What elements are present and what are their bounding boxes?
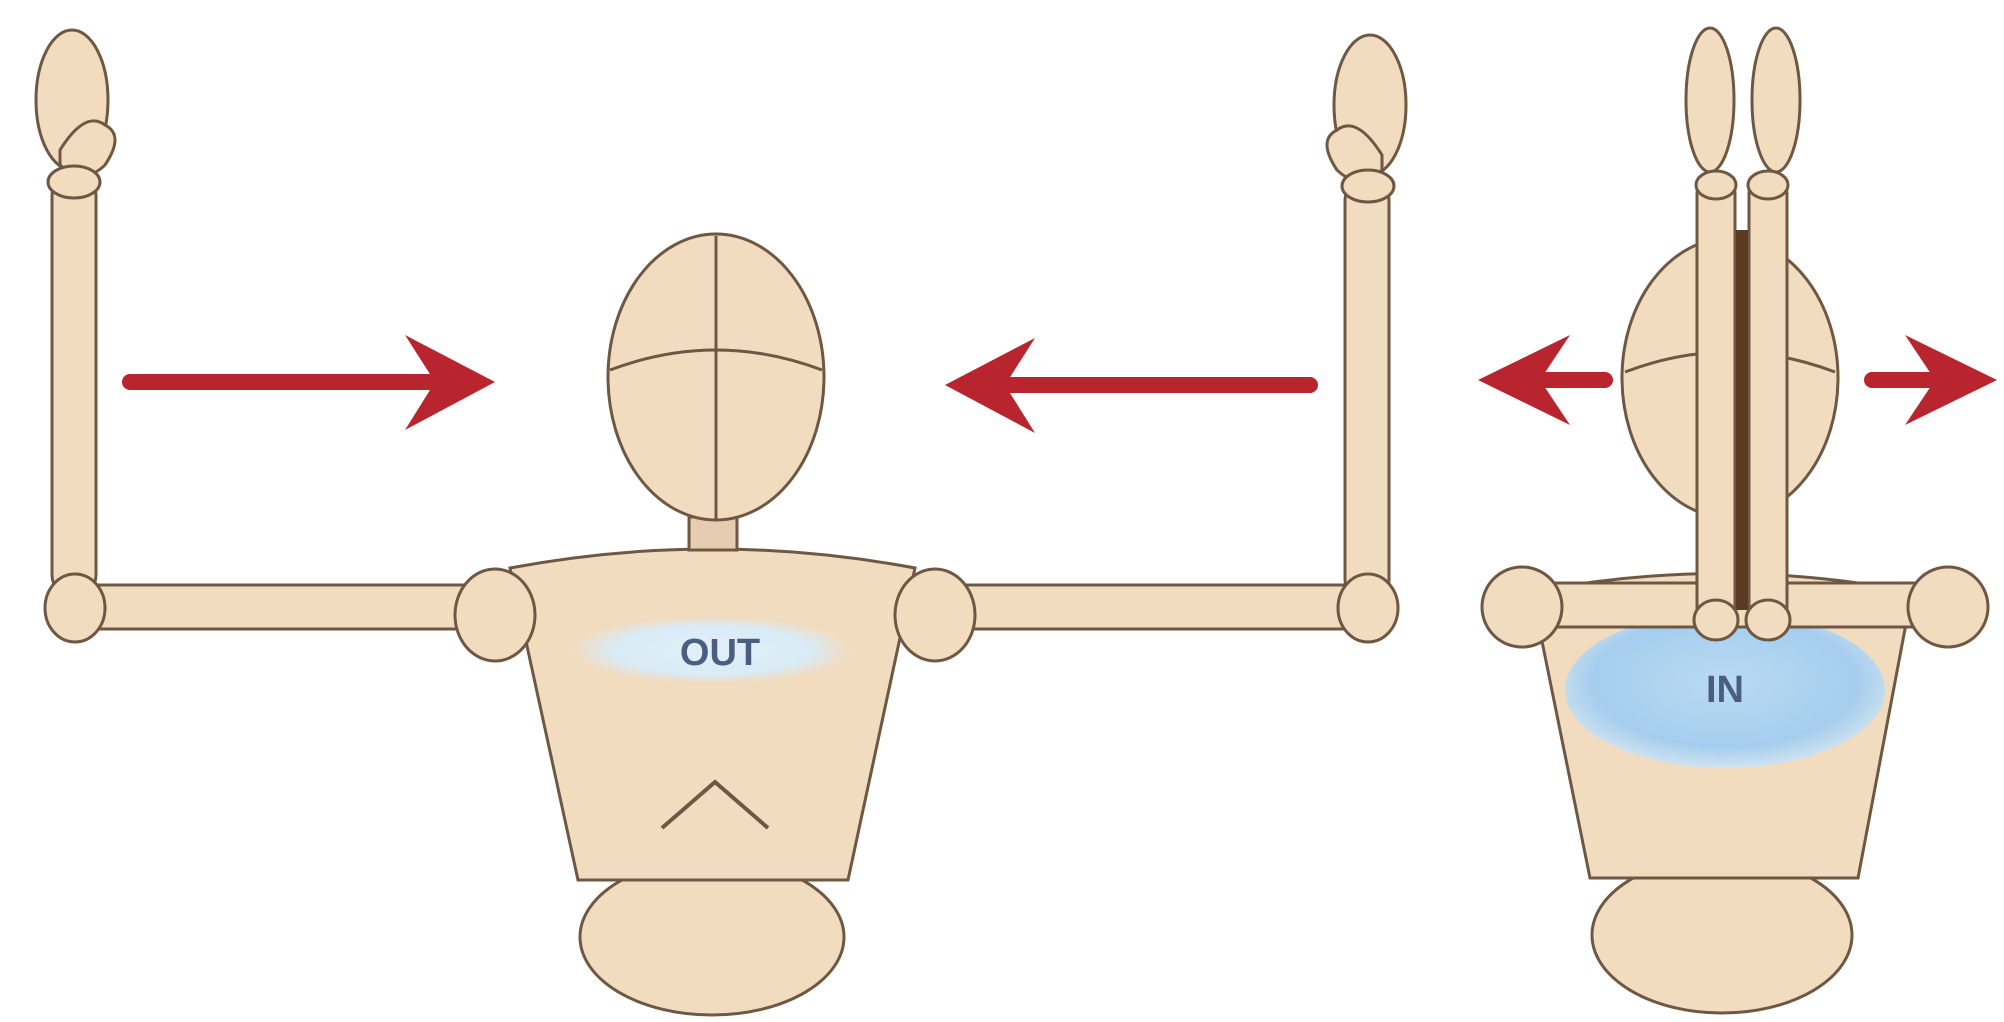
right-shoulder xyxy=(895,569,975,661)
right-shoulder xyxy=(1908,567,1988,647)
chest-label-out: OUT xyxy=(680,632,760,674)
right-arm xyxy=(900,35,1406,642)
pelvis xyxy=(580,859,844,1015)
arrow-right-inward xyxy=(130,335,495,430)
figure-inhale: IN xyxy=(1478,28,1997,1013)
pelvis xyxy=(1592,857,1852,1013)
arrow-left-inward xyxy=(945,338,1310,433)
left-hand xyxy=(1686,28,1734,172)
left-shoulder xyxy=(455,569,535,661)
neck xyxy=(689,517,737,550)
right-hand xyxy=(1752,28,1800,172)
left-shoulder xyxy=(1482,567,1562,647)
figure-exhale: OUT xyxy=(36,30,1406,1015)
chest-label-in: IN xyxy=(1706,669,1744,711)
right-hand xyxy=(1327,35,1406,202)
torso xyxy=(510,549,915,880)
arrow-right-outward xyxy=(1872,335,1997,425)
arrow-left-outward xyxy=(1478,335,1605,425)
left-hand xyxy=(36,30,115,198)
head xyxy=(608,234,824,520)
raised-arms xyxy=(1686,28,1800,640)
left-arm xyxy=(36,30,540,642)
